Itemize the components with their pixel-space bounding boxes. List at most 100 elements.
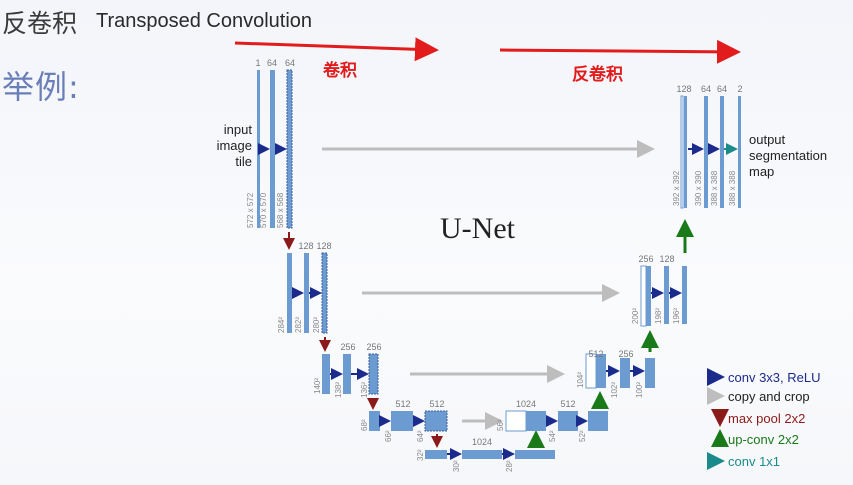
bottom-block-1 (425, 450, 447, 459)
l1-dec-block-1 (704, 96, 708, 208)
l4-dec-size-3: 52² (578, 430, 587, 442)
bottom-block-2 (462, 450, 502, 459)
l4-enc-ch-2: 512 (429, 399, 444, 409)
upconv-legend: up-conv 2x2 (728, 432, 799, 447)
conv-arrow-label: 卷积 (323, 61, 357, 81)
l1-dec-output-block (738, 96, 741, 208)
l1-dec-ch-4: 2 (737, 84, 742, 94)
output-label-3: map (749, 164, 774, 179)
l2-enc-block-2 (304, 253, 309, 333)
conv-legend: conv 3x3, ReLU (728, 370, 821, 385)
l1-dec-ch-2: 64 (701, 84, 711, 94)
l3-enc-size-2: 138² (334, 382, 343, 398)
l1-dec-size-3: 388 x 388 (710, 170, 719, 206)
output-label-1: output (749, 132, 786, 147)
l1-enc-ch-3: 64 (285, 58, 295, 68)
l3-enc-ch-2: 256 (366, 342, 381, 352)
l3-dec-block-1 (620, 358, 630, 388)
bottom-size-1: 32² (416, 449, 425, 461)
l4-enc-block-3 (424, 410, 448, 432)
l3-dec-size-3: 100² (635, 382, 644, 398)
l2-dec-block-1 (664, 266, 669, 324)
input-label-3: tile (235, 154, 252, 169)
l2-dec-copy-block (640, 265, 647, 327)
l4-dec-block-2 (588, 411, 608, 431)
l2-dec-ch-1: 256 (638, 254, 653, 264)
l3-dec-ch-2: 256 (618, 349, 633, 359)
l1-enc-size-1: 572 x 572 (246, 192, 255, 228)
l1-enc-size-3: 568 x 568 (276, 192, 285, 228)
l2-enc-size-2: 282² (294, 317, 303, 333)
conv1x1-legend: conv 1x1 (728, 454, 780, 469)
l3-enc-size-3: 136² (360, 382, 369, 398)
l4-dec-ch-1: 1024 (516, 399, 536, 409)
l1-dec-ch-1: 128 (676, 84, 691, 94)
title-english: Transposed Convolution (96, 10, 313, 32)
copy-legend: copy and crop (728, 389, 810, 404)
l1-enc-ch-2: 64 (267, 58, 277, 68)
conv-red-arrow (234, 37, 439, 62)
l3-enc-block-1 (322, 354, 330, 394)
bottom-size-3: 28² (505, 460, 514, 472)
deconv-arrow-label: 反卷积 (572, 65, 623, 85)
l3-enc-size-1: 140² (313, 378, 322, 394)
l1-dec-size-1: 392 x 392 (672, 170, 681, 206)
l4-enc-size-1: 68² (360, 419, 369, 431)
l1-dec-block-2 (720, 96, 724, 208)
bottom-block-3 (515, 450, 555, 459)
l1-enc-block-2 (286, 69, 293, 229)
l2-dec-up-block (646, 266, 651, 326)
l4-enc-block-2 (391, 411, 413, 431)
l2-enc-size-1: 284² (277, 317, 286, 333)
output-label-2: segmentation (749, 148, 827, 163)
l4-enc-size-3: 64² (416, 430, 425, 442)
l2-dec-size-3: 196² (672, 308, 681, 324)
l4-dec-ch-2: 512 (560, 399, 575, 409)
l4-dec-size-1: 56² (496, 419, 505, 431)
l1-enc-ch-1: 1 (255, 58, 260, 68)
pool-legend: max pool 2x2 (728, 411, 805, 426)
l4-enc-size-2: 66² (384, 430, 393, 442)
l4-dec-size-2: 54² (548, 430, 557, 442)
l3-dec-size-2: 102² (610, 382, 619, 398)
l1-dec-copy-block (680, 95, 684, 209)
l1-dec-size-4: 388 x 388 (728, 170, 737, 206)
l2-enc-ch-2: 128 (316, 241, 331, 251)
l2-dec-size-2: 198² (654, 308, 663, 324)
l4-dec-block-1 (558, 411, 578, 431)
l3-dec-up-block (596, 354, 606, 388)
l3-enc-block-3 (368, 353, 379, 395)
l3-dec-copy-block (585, 353, 597, 389)
unet-title: U-Net (440, 212, 515, 245)
l1-dec-size-2: 390 x 390 (694, 170, 703, 206)
l1-enc-size-2: 570 x 570 (259, 192, 268, 228)
l2-dec-block-2 (682, 266, 687, 324)
l2-dec-ch-2: 128 (659, 254, 674, 264)
l4-dec-copy-block (505, 410, 527, 432)
l2-enc-size-3: 280² (312, 317, 321, 333)
l3-dec-block-2 (645, 358, 655, 388)
example-label: 举例: (2, 68, 80, 106)
l2-dec-size-1: 200² (631, 308, 640, 324)
l2-enc-block-3 (321, 252, 328, 334)
l4-enc-block-1 (369, 411, 380, 431)
l4-enc-ch-1: 512 (395, 399, 410, 409)
deconv-red-arrow (499, 39, 741, 64)
l1-enc-block-1 (270, 70, 275, 228)
l3-dec-size-1: 104² (576, 372, 585, 388)
legend: conv 3x3, ReLU copy and crop max pool 2x… (707, 368, 821, 470)
l3-dec-ch-1: 512 (588, 349, 603, 359)
bottom-size-2: 30² (452, 460, 461, 472)
l1-dec-ch-3: 64 (717, 84, 727, 94)
l1-dec-up-block (684, 96, 687, 208)
l4-dec-up-block (526, 411, 546, 431)
bottom-ch: 1024 (472, 437, 492, 447)
l3-enc-block-2 (343, 354, 351, 394)
l2-enc-ch-1: 128 (298, 241, 313, 251)
input-label-2: image (217, 138, 252, 153)
l3-enc-ch-1: 256 (340, 342, 355, 352)
title-chinese: 反卷积 (2, 9, 78, 38)
input-label-1: input (224, 122, 253, 137)
l2-enc-block-1 (287, 253, 292, 333)
